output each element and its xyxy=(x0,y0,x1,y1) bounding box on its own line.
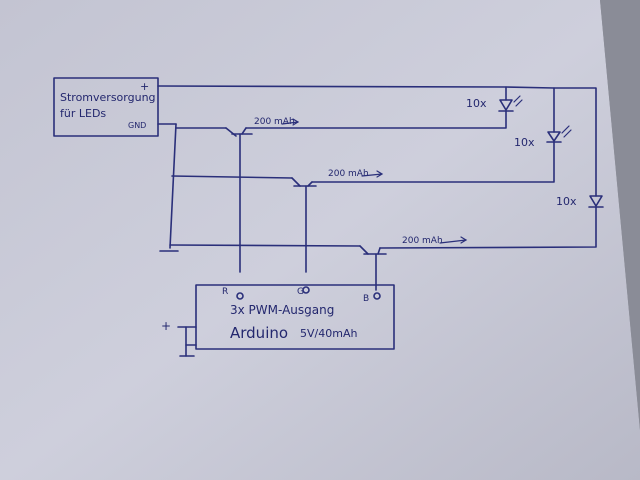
transistor-3-current: 200 mAh xyxy=(402,236,443,246)
arduino-pwm-label: 3x PWM-Ausgang xyxy=(230,303,334,317)
transistor-1-current: 200 mAh xyxy=(254,117,295,127)
pin-b-terminal xyxy=(373,292,381,300)
led-string-2: 10x xyxy=(311,125,572,183)
transistor-2-current: 200 mAh xyxy=(328,169,369,179)
ground-bus xyxy=(157,123,361,252)
arduino-name: Arduino xyxy=(230,324,288,342)
arduino-supply: + xyxy=(161,319,197,357)
transistor-1: 200 mAh xyxy=(225,117,300,273)
led-count-3: 10x xyxy=(556,195,577,208)
arduino-pin-r: R xyxy=(222,287,228,297)
arduino-box: R G B 3x PWM-Ausgang Arduino 5V/40mAh xyxy=(195,284,395,350)
positive-rail xyxy=(157,85,597,197)
arduino-supply-plus: + xyxy=(161,319,171,333)
power-supply-label-line2: für LEDs xyxy=(60,107,106,120)
table-edge xyxy=(600,0,640,430)
power-supply-label-line1: Stromversorgung xyxy=(60,91,156,104)
pin-r-terminal xyxy=(236,292,244,300)
led-string-1: 10x xyxy=(245,95,523,129)
arduino-spec: 5V/40mAh xyxy=(300,327,357,340)
arduino-pin-b: B xyxy=(363,294,369,304)
led-count-1: 10x xyxy=(466,97,487,110)
transistor-3: 200 mAh xyxy=(359,236,468,291)
pin-g-terminal xyxy=(302,286,310,294)
transistor-2: 200 mAh xyxy=(291,169,384,273)
power-supply-plus: + xyxy=(140,80,149,93)
led-count-2: 10x xyxy=(514,136,535,149)
arduino-pin-g: G xyxy=(297,287,304,297)
power-supply-gnd: GND xyxy=(128,121,146,130)
led-string-3: 10x xyxy=(379,195,604,249)
power-supply-box: Stromversorgung für LEDs + GND xyxy=(53,77,159,137)
